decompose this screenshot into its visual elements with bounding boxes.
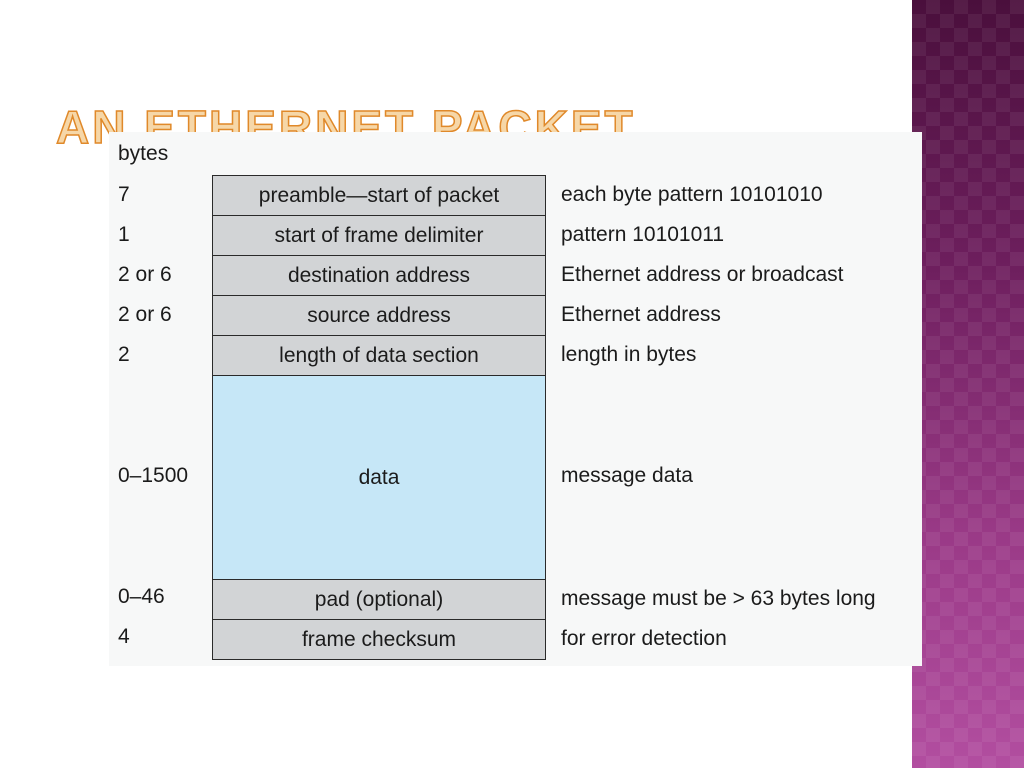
packet-row-pad: 0–46 pad (optional) message must be > 63… [109,579,922,620]
field-start-of-frame-delimiter: start of frame delimiter [212,215,546,256]
field-source-address: source address [212,295,546,336]
row-description: message must be > 63 bytes long [561,587,876,610]
packet-row-data: 0–1500 data message data [109,375,922,580]
field-length-of-data-section: length of data section [212,335,546,376]
packet-row-length: 2 length of data section length in bytes [109,335,922,376]
row-description: for error detection [561,627,727,650]
row-description: length in bytes [561,343,697,366]
row-bytes: 0–1500 [118,464,189,487]
packet-row-destination: 2 or 6 destination address Ethernet addr… [109,255,922,296]
row-bytes: 2 [118,343,130,366]
row-description: message data [561,464,693,487]
row-bytes: 7 [118,183,130,206]
row-bytes: 2 or 6 [118,303,172,326]
row-bytes: 0–46 [118,585,165,608]
packet-row-start-of-frame: 1 start of frame delimiter pattern 10101… [109,215,922,256]
packet-row-source: 2 or 6 source address Ethernet address [109,295,922,336]
row-bytes: 4 [118,625,130,648]
row-description: Ethernet address or broadcast [561,263,844,286]
packet-row-preamble: 7 preamble—start of packet each byte pat… [109,175,922,216]
field-frame-checksum: frame checksum [212,619,546,660]
field-data: data [212,375,546,580]
row-description: Ethernet address [561,303,721,326]
row-description: each byte pattern 10101010 [561,183,823,206]
row-bytes: 1 [118,223,130,246]
ethernet-packet-diagram: bytes 7 preamble—start of packet each by… [109,132,922,666]
packet-row-checksum: 4 frame checksum for error detection [109,619,922,660]
row-description: pattern 10101011 [561,223,725,246]
row-bytes: 2 or 6 [118,263,172,286]
bytes-column-header: bytes [118,142,169,165]
field-destination-address: destination address [212,255,546,296]
field-preamble: preamble—start of packet [212,175,546,216]
field-pad-optional: pad (optional) [212,579,546,620]
decorative-side-bar [912,0,1024,768]
